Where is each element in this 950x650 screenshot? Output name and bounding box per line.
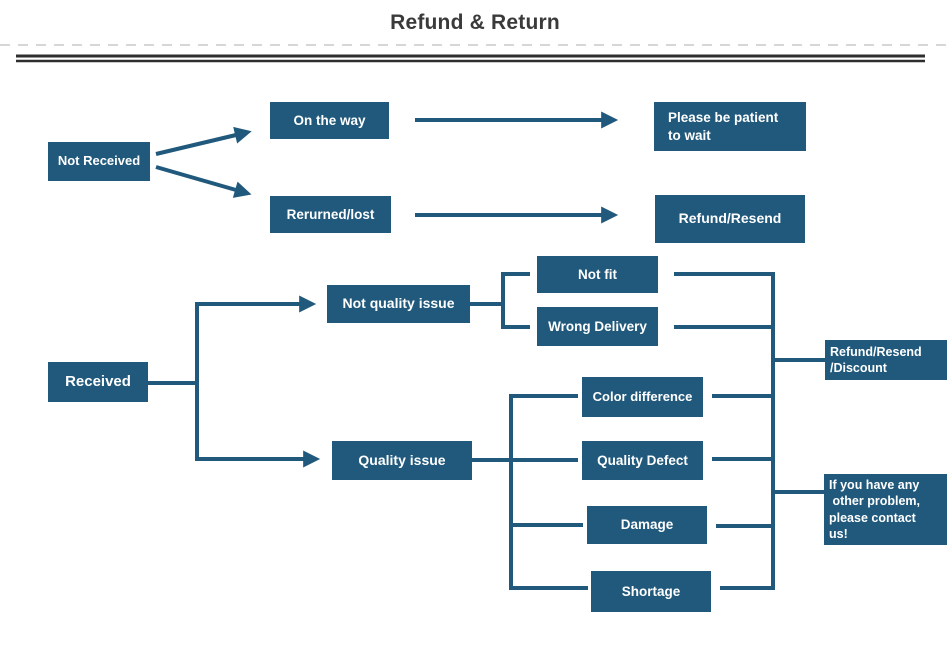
node-damage: Damage <box>587 506 707 544</box>
node-please-be-patient: Please be patient to wait <box>654 102 806 151</box>
arrow-notreceived-ontheway <box>155 126 252 156</box>
node-received: Received <box>48 362 148 402</box>
node-not-received: Not Received <box>48 142 150 181</box>
node-quality-issue: Quality issue <box>332 441 472 480</box>
page-title: Refund & Return <box>390 11 560 34</box>
node-contact-us: If you have any other problem, please co… <box>824 474 947 545</box>
node-color-difference: Color difference <box>582 377 703 417</box>
node-on-the-way: On the way <box>270 102 389 139</box>
node-refund-resend-discount: Refund/Resend /Discount <box>825 340 947 380</box>
node-quality-defect: Quality Defect <box>582 441 703 480</box>
arrow-notreceived-returnedlost <box>155 165 252 198</box>
node-shortage: Shortage <box>591 571 711 612</box>
node-wrong-delivery: Wrong Delivery <box>537 307 658 346</box>
node-not-quality-issue: Not quality issue <box>327 285 470 323</box>
node-refund-resend: Refund/Resend <box>655 195 805 243</box>
node-returned-lost: Rerurned/lost <box>270 196 391 233</box>
node-not-fit: Not fit <box>537 256 658 293</box>
